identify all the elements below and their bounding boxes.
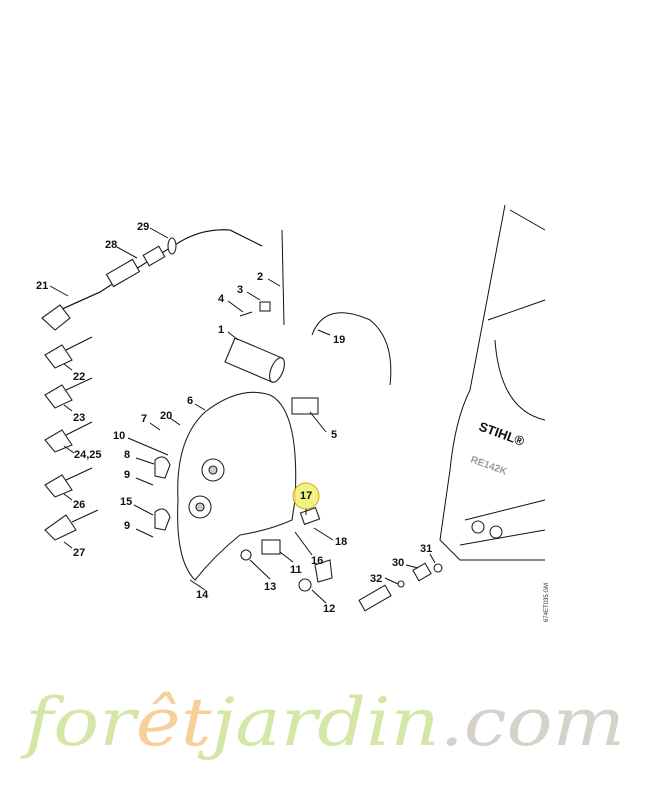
- part-label-16: 16: [311, 555, 323, 567]
- part-label-14: 14: [196, 589, 209, 601]
- part-label-3: 3: [237, 284, 243, 296]
- model-label: RE142K: [469, 454, 509, 478]
- part-label-19: 19: [333, 334, 345, 346]
- part-label-10: 10: [113, 430, 125, 442]
- pressure-washer-body: STIHL® RE142K: [439, 204, 546, 561]
- part-labels: 29 28 21 2 3 4 1 19 22 23 6 20 7 10 5 24…: [36, 221, 432, 615]
- part-label-23: 23: [73, 412, 85, 424]
- part-label-11: 11: [290, 564, 302, 576]
- part-label-4: 4: [218, 293, 225, 305]
- power-cord: [41, 229, 263, 331]
- part-label-7: 7: [141, 413, 147, 425]
- part-label-6: 6: [187, 395, 193, 407]
- part-label-17: 17: [300, 490, 312, 502]
- part-label-22: 22: [73, 371, 85, 383]
- part-label-9: 9: [124, 469, 130, 481]
- part-label-2: 2: [257, 271, 263, 283]
- part-label-15: 15: [120, 496, 132, 508]
- part-label-21: 21: [36, 280, 48, 292]
- part-label-13: 13: [264, 581, 276, 593]
- part-label-8: 8: [124, 449, 130, 461]
- part-label-31: 31: [420, 543, 432, 555]
- watermark-part-4: .com: [440, 684, 625, 761]
- part-label-1: 1: [218, 324, 224, 336]
- part-label-12: 12: [323, 603, 335, 615]
- part-label-32: 32: [370, 573, 382, 585]
- brand-label: STIHL®: [477, 419, 527, 449]
- part-label-24-25: 24,25: [74, 449, 102, 461]
- drawing-code: 674ET035 GM: [544, 583, 550, 622]
- part-label-30: 30: [392, 557, 404, 569]
- plug-variants: [44, 336, 99, 541]
- bracket: [259, 301, 271, 312]
- part-label-20: 20: [160, 410, 172, 422]
- leader-lines: [49, 227, 436, 604]
- part-label-5: 5: [331, 429, 337, 441]
- capacitor: [224, 337, 285, 383]
- part-label-27: 27: [73, 547, 85, 559]
- part-label-29: 29: [137, 221, 149, 233]
- watermark-part-3: jardin: [197, 684, 440, 761]
- cover-plate: [177, 391, 297, 581]
- watermark-part-1: for: [19, 684, 139, 761]
- part-label-26: 26: [73, 499, 85, 511]
- part-label-28: 28: [105, 239, 117, 251]
- part-label-9b: 9: [124, 520, 130, 532]
- switch: [291, 397, 319, 415]
- watermark-part-2: êt: [136, 684, 212, 761]
- part-label-18: 18: [335, 536, 347, 548]
